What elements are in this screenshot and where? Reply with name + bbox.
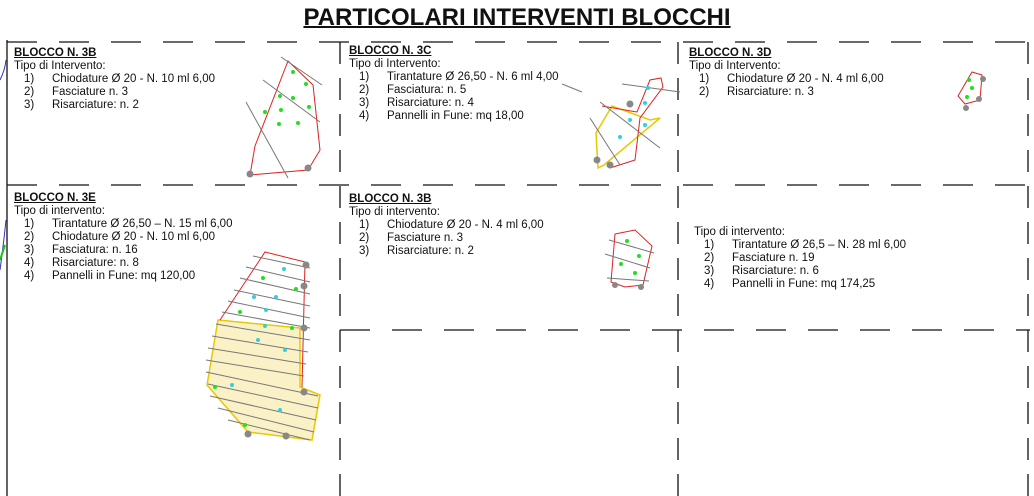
list-item: 2)Chiodature Ø 20 - N. 10 ml 6,00 xyxy=(24,231,215,243)
intervention-type-label: Tipo di Intervento: xyxy=(689,60,781,72)
list-item: 1)Tirantature Ø 26,5 – N. 28 ml 6,00 xyxy=(704,239,907,251)
list-item: 1)Chiodature Ø 20 - N. 4 ml 6,00 xyxy=(699,73,884,85)
edge-curve xyxy=(0,244,6,261)
list-item: 2)Risarciature: n. 3 xyxy=(699,86,814,98)
intervention-type-label: Tipo di intervento: xyxy=(349,206,440,218)
intervention-type-label: Tipo di Intervento: xyxy=(349,58,441,70)
block-heading: BLOCCO N. 3C xyxy=(349,45,432,57)
list-item: 3)Risarciature: n. 2 xyxy=(359,245,474,257)
block-3c-sketch xyxy=(561,77,681,170)
list-item: 2)Fasciature n. 19 xyxy=(704,252,815,264)
block-3b-notes: BLOCCO N. 3B Tipo di Intervento: 1)Chiod… xyxy=(14,47,215,112)
list-item: 2)Fasciature n. 3 xyxy=(24,86,129,98)
list-item: 4)Risarciature: n. 8 xyxy=(24,257,139,269)
block-3e-sketch xyxy=(205,251,321,441)
block-heading: BLOCCO N. 3E xyxy=(14,192,96,204)
block-3b-sketch xyxy=(245,56,323,179)
block-heading: BLOCCO N. 3B xyxy=(349,193,432,205)
block-3e-notes: BLOCCO N. 3E Tipo di intervento: 1)Tiran… xyxy=(14,192,232,283)
list-item: 2)Fasciature n. 3 xyxy=(359,232,464,244)
intervention-type-label: Tipo di intervento: xyxy=(694,226,785,238)
summary-notes: Tipo di intervento: 1)Tirantature Ø 26,5… xyxy=(694,226,906,291)
list-item: 1)Tirantature Ø 26,50 – N. 15 ml 6,00 xyxy=(24,218,233,230)
block-heading: BLOCCO N. 3D xyxy=(689,47,772,59)
block-3b2-notes: BLOCCO N. 3B Tipo di intervento: 1)Chiod… xyxy=(349,193,544,258)
block-heading: BLOCCO N. 3B xyxy=(14,47,97,59)
list-item: 1)Chiodature Ø 20 - N. 4 ml 6,00 xyxy=(359,219,544,231)
edge-curve xyxy=(0,59,7,81)
list-item: 4)Pannelli in Fune: mq 120,00 xyxy=(24,270,196,282)
block-3c-notes: BLOCCO N. 3C Tipo di Intervento: 1)Tiran… xyxy=(349,45,559,123)
list-item: 3)Risarciature: n. 4 xyxy=(359,97,474,109)
list-item: 2)Fasciatura: n. 5 xyxy=(359,84,467,96)
list-item: 4)Pannelli in Fune: mq 174,25 xyxy=(704,278,876,290)
list-item: 3)Risarciature: n. 2 xyxy=(24,99,139,111)
list-item: 3)Risarciature: n. 6 xyxy=(704,265,819,277)
intervention-type-label: Tipo di Intervento: xyxy=(14,60,106,72)
edge-curve xyxy=(0,219,7,271)
block-3b2-sketch xyxy=(604,229,655,290)
page-title: PARTICOLARI INTERVENTI BLOCCHI xyxy=(303,4,731,31)
block-3d-notes: BLOCCO N. 3D Tipo di Intervento: 1)Chiod… xyxy=(689,47,884,99)
list-item: 3)Fasciatura: n. 16 xyxy=(24,244,138,256)
list-item: 1)Chiodature Ø 20 - N. 10 ml 6,00 xyxy=(24,73,215,85)
intervention-type-label: Tipo di intervento: xyxy=(14,205,105,217)
list-item: 4)Pannelli in Fune: mq 18,00 xyxy=(359,110,524,122)
block-3d-sketch xyxy=(957,71,986,111)
list-item: 1)Tirantature Ø 26,50 - N. 6 ml 4,00 xyxy=(359,71,559,83)
